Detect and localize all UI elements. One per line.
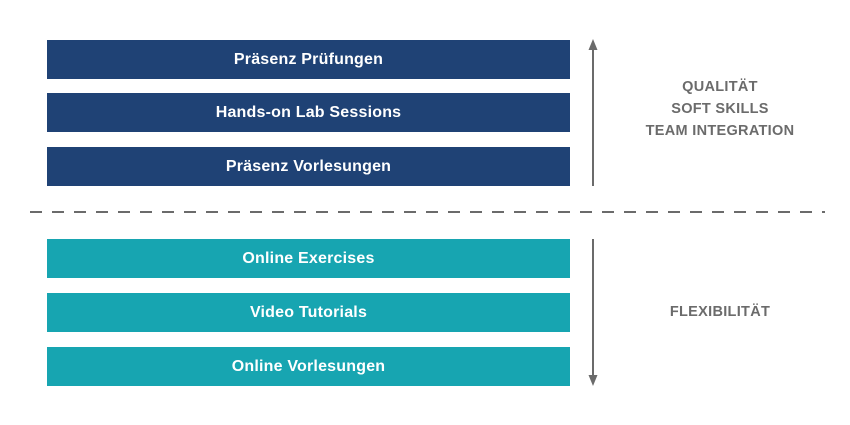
bar-praesenz-vorlesungen: Präsenz Vorlesungen xyxy=(47,147,570,186)
arrow-down-icon xyxy=(588,239,598,386)
bar-online-vorlesungen: Online Vorlesungen xyxy=(47,347,570,386)
label-team-integration: TEAM INTEGRATION xyxy=(645,123,795,139)
label-soft-skills: SOFT SKILLS xyxy=(671,101,769,117)
upper-benefits-label: QUALITÄT SOFT SKILLS TEAM INTEGRATION xyxy=(620,76,820,142)
bar-hands-on-lab-sessions: Hands-on Lab Sessions xyxy=(47,93,570,132)
bar-praesenz-pruefungen: Präsenz Prüfungen xyxy=(47,40,570,79)
label-qualitaet: QUALITÄT xyxy=(682,79,758,95)
label-flexibilitaet: FLEXIBILITÄT xyxy=(669,304,771,320)
bar-online-exercises: Online Exercises xyxy=(47,239,570,278)
lower-benefits-label: FLEXIBILITÄT xyxy=(620,301,820,323)
arrow-up-icon xyxy=(588,39,598,186)
bar-video-tutorials: Video Tutorials xyxy=(47,293,570,332)
